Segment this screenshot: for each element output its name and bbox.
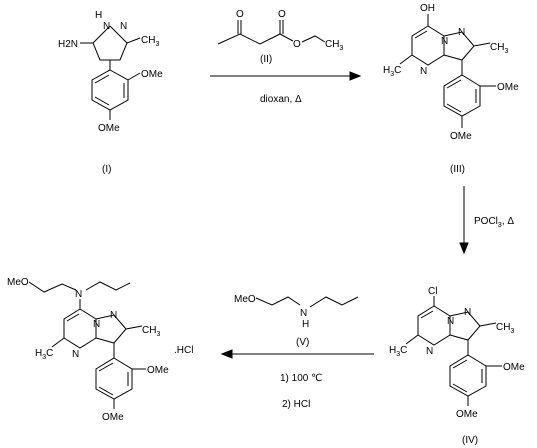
atom-o-ester: O — [293, 39, 301, 50]
atom-n2: N — [110, 310, 117, 321]
atom-n1: N — [447, 316, 454, 327]
arrow-step3: 1) 100 ℃ 2) HCl — [220, 349, 374, 410]
atom-h3c-left: H3C — [35, 348, 53, 361]
benzene-ring-product — [95, 357, 133, 400]
atom-ch3: CH3 — [141, 35, 159, 48]
atom-ch3: CH3 — [325, 39, 343, 52]
pyrimidine-ring-product — [63, 308, 97, 349]
hcl-salt: .HCl — [174, 345, 193, 356]
atom-ch3-right: CH3 — [490, 42, 508, 55]
atom-ch3-right: CH3 — [142, 325, 160, 338]
label-II: (II) — [260, 54, 272, 65]
step2-conditions: POCl3, Δ — [474, 216, 514, 229]
atom-o-keto: O — [236, 9, 244, 20]
atom-ome1: OMe — [141, 69, 163, 80]
atom-h3c-left: H3C — [383, 65, 401, 78]
atom-nh-h: H — [302, 319, 309, 330]
atom-ch3-right: CH3 — [496, 322, 514, 335]
atom-ome2: OMe — [456, 409, 478, 420]
atom-oh: OH — [420, 3, 435, 14]
atom-meo: MeO — [7, 277, 29, 288]
label-III: (III) — [450, 164, 465, 175]
benzene-ring-III — [443, 74, 481, 117]
compound-I: H N N H2N CH3 OMe OMe (I) — [58, 10, 163, 175]
atom-n1: N — [441, 36, 448, 47]
atom-meo: MeO — [234, 294, 256, 305]
atom-n3: N — [426, 346, 433, 357]
label-IV: (IV) — [462, 435, 478, 446]
atom-n3: N — [420, 66, 427, 77]
step3-condition1: 1) 100 ℃ — [280, 373, 322, 384]
atom-ome2: OMe — [102, 412, 124, 423]
atom-ome1: OMe — [497, 82, 519, 93]
atom-ome1: OMe — [503, 362, 525, 373]
atom-ome1: OMe — [147, 365, 169, 376]
compound-IV: Cl N N N CH3 H3C OMe OMe (IV) — [389, 286, 525, 446]
atom-h3c-left: H3C — [389, 345, 407, 358]
atom-n2: N — [458, 27, 465, 38]
compound-product: MeO N N N N CH3 H3C OMe OMe .HCl — [7, 277, 193, 423]
atom-cl: Cl — [428, 286, 437, 297]
compound-II: O O O CH3 (II) — [217, 9, 343, 65]
atom-n-amine: N — [75, 289, 82, 300]
compound-III: OH N N N CH3 H3C OMe OMe (III) — [383, 3, 519, 175]
atom-n3: N — [72, 349, 79, 360]
atom-n2: N — [120, 21, 127, 32]
benzene-ring-I — [91, 69, 129, 111]
atom-n2: N — [464, 307, 471, 318]
atom-ome2: OMe — [450, 131, 472, 142]
atom-o-carbonyl: O — [278, 9, 286, 20]
label-I: (I) — [102, 164, 111, 175]
pyrimidine-ring-IV — [417, 305, 451, 346]
step3-condition2: 2) HCl — [282, 399, 310, 410]
atom-h2n: H2N — [58, 39, 78, 50]
benzene-ring-IV — [449, 354, 487, 397]
step1-conditions: dioxan, Δ — [260, 94, 302, 105]
atom-ome2: OMe — [98, 123, 120, 134]
label-V: (V) — [296, 337, 309, 348]
atom-nh-n: N — [103, 21, 110, 32]
pyrimidine-ring-III — [411, 25, 445, 66]
compound-V: MeO N H (V) — [234, 294, 359, 348]
arrow-step1: dioxan, Δ — [210, 71, 362, 105]
arrow-step2: POCl3, Δ — [459, 186, 514, 255]
atom-nh-n: N — [300, 308, 307, 319]
atom-n1: N — [93, 319, 100, 330]
atom-nh-h: H — [95, 10, 102, 21]
